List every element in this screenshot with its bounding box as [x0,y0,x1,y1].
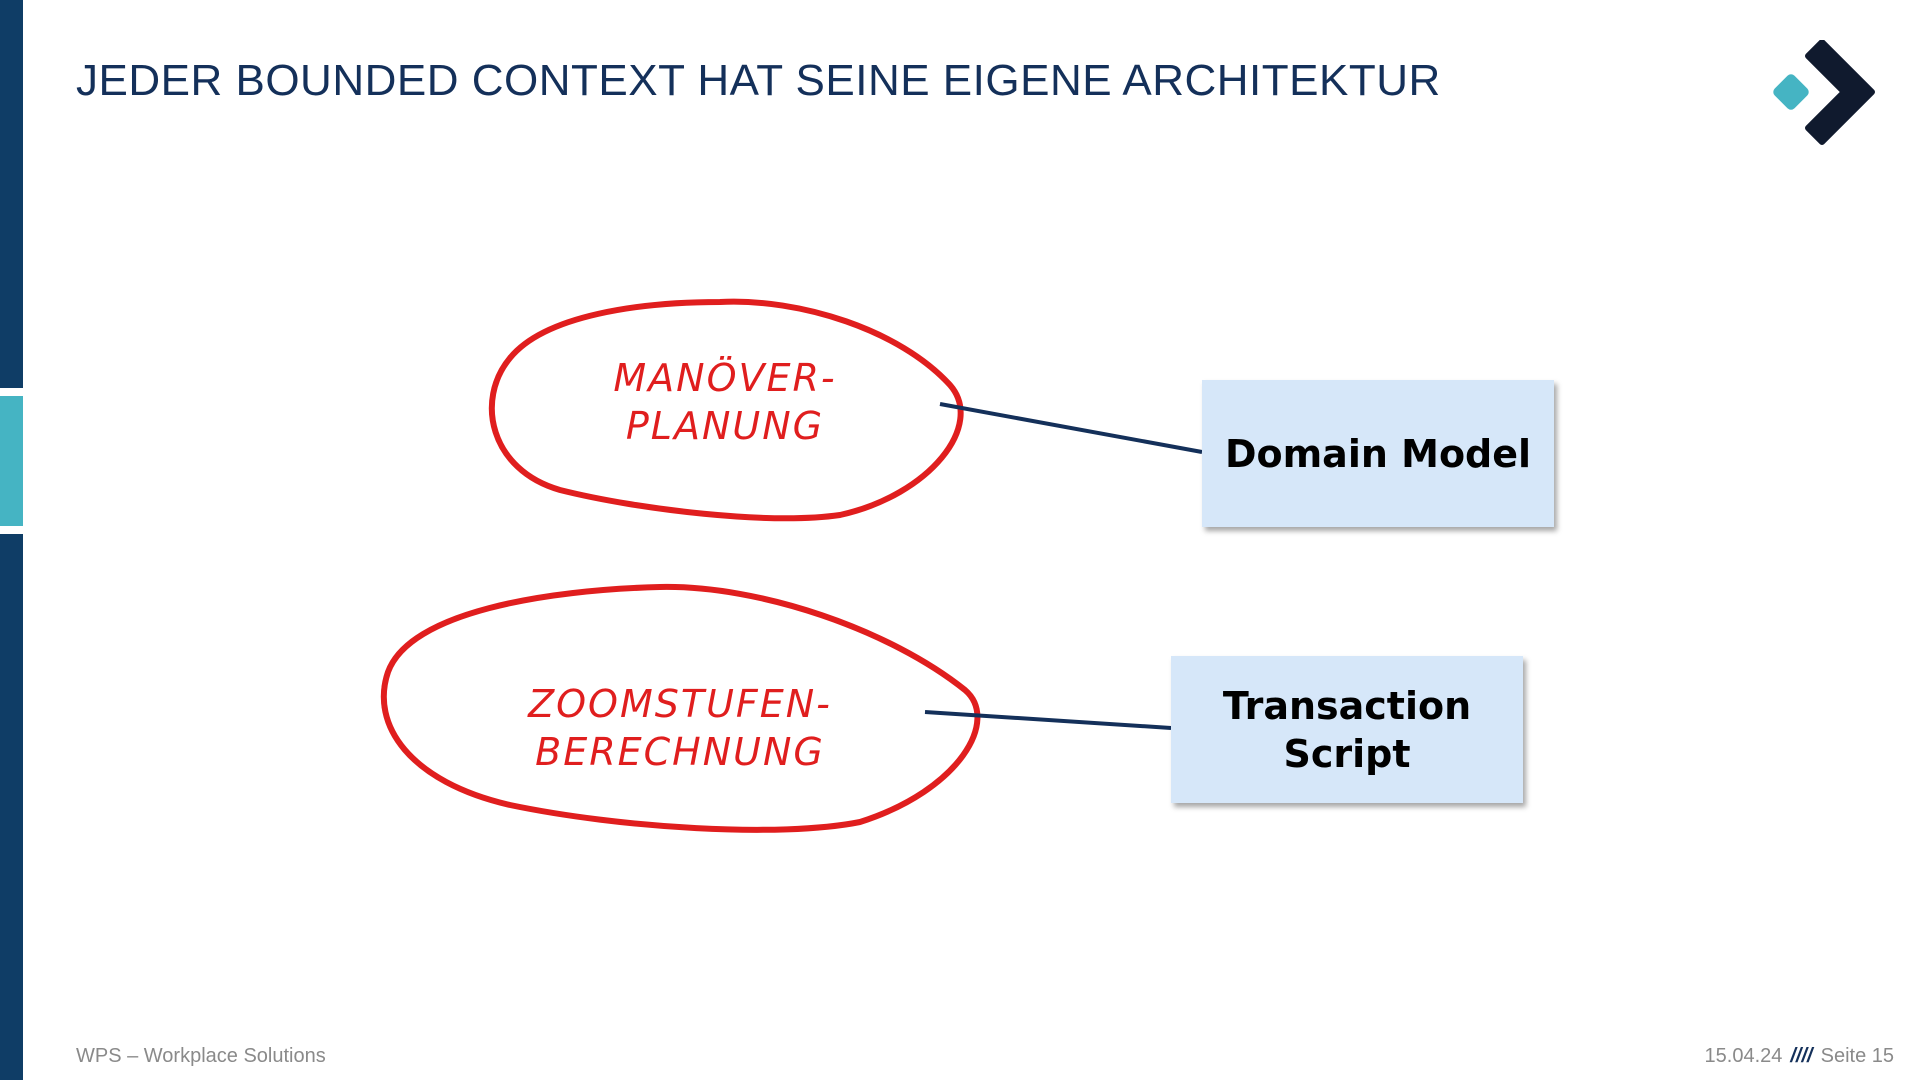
footer-meta: 15.04.24 //// Seite 15 [1705,1045,1894,1068]
footer-date: 15.04.24 [1704,1045,1783,1067]
footer-company: WPS – Workplace Solutions [76,1045,326,1067]
left-accent-bar-middle [0,396,23,526]
footer-page-number: Seite 15 [1820,1045,1894,1067]
context-label-manoeverplanung: MANÖVER- PLANUNG [613,356,837,448]
left-accent-bar-bottom [0,534,23,1080]
context-outline-manoeverplanung [488,298,964,522]
connector-line-2 [924,710,1172,730]
slide-title: JEDER BOUNDED CONTEXT HAT SEINE EIGENE A… [76,56,1441,105]
wps-chevron-logo-icon [1773,40,1875,145]
footer-separator: //// [1790,1045,1813,1067]
context-label-zoomstufenberechnung: ZOOMSTUFEN- BERECHNUNG [528,682,832,774]
architecture-box-transaction-script: Transaction Script [1171,656,1523,803]
architecture-box-domain-model: Domain Model [1202,380,1554,527]
left-accent-bar-top [0,0,23,388]
context-outline-zoomstufenberechnung [380,583,981,833]
connector-line-1 [939,402,1203,454]
